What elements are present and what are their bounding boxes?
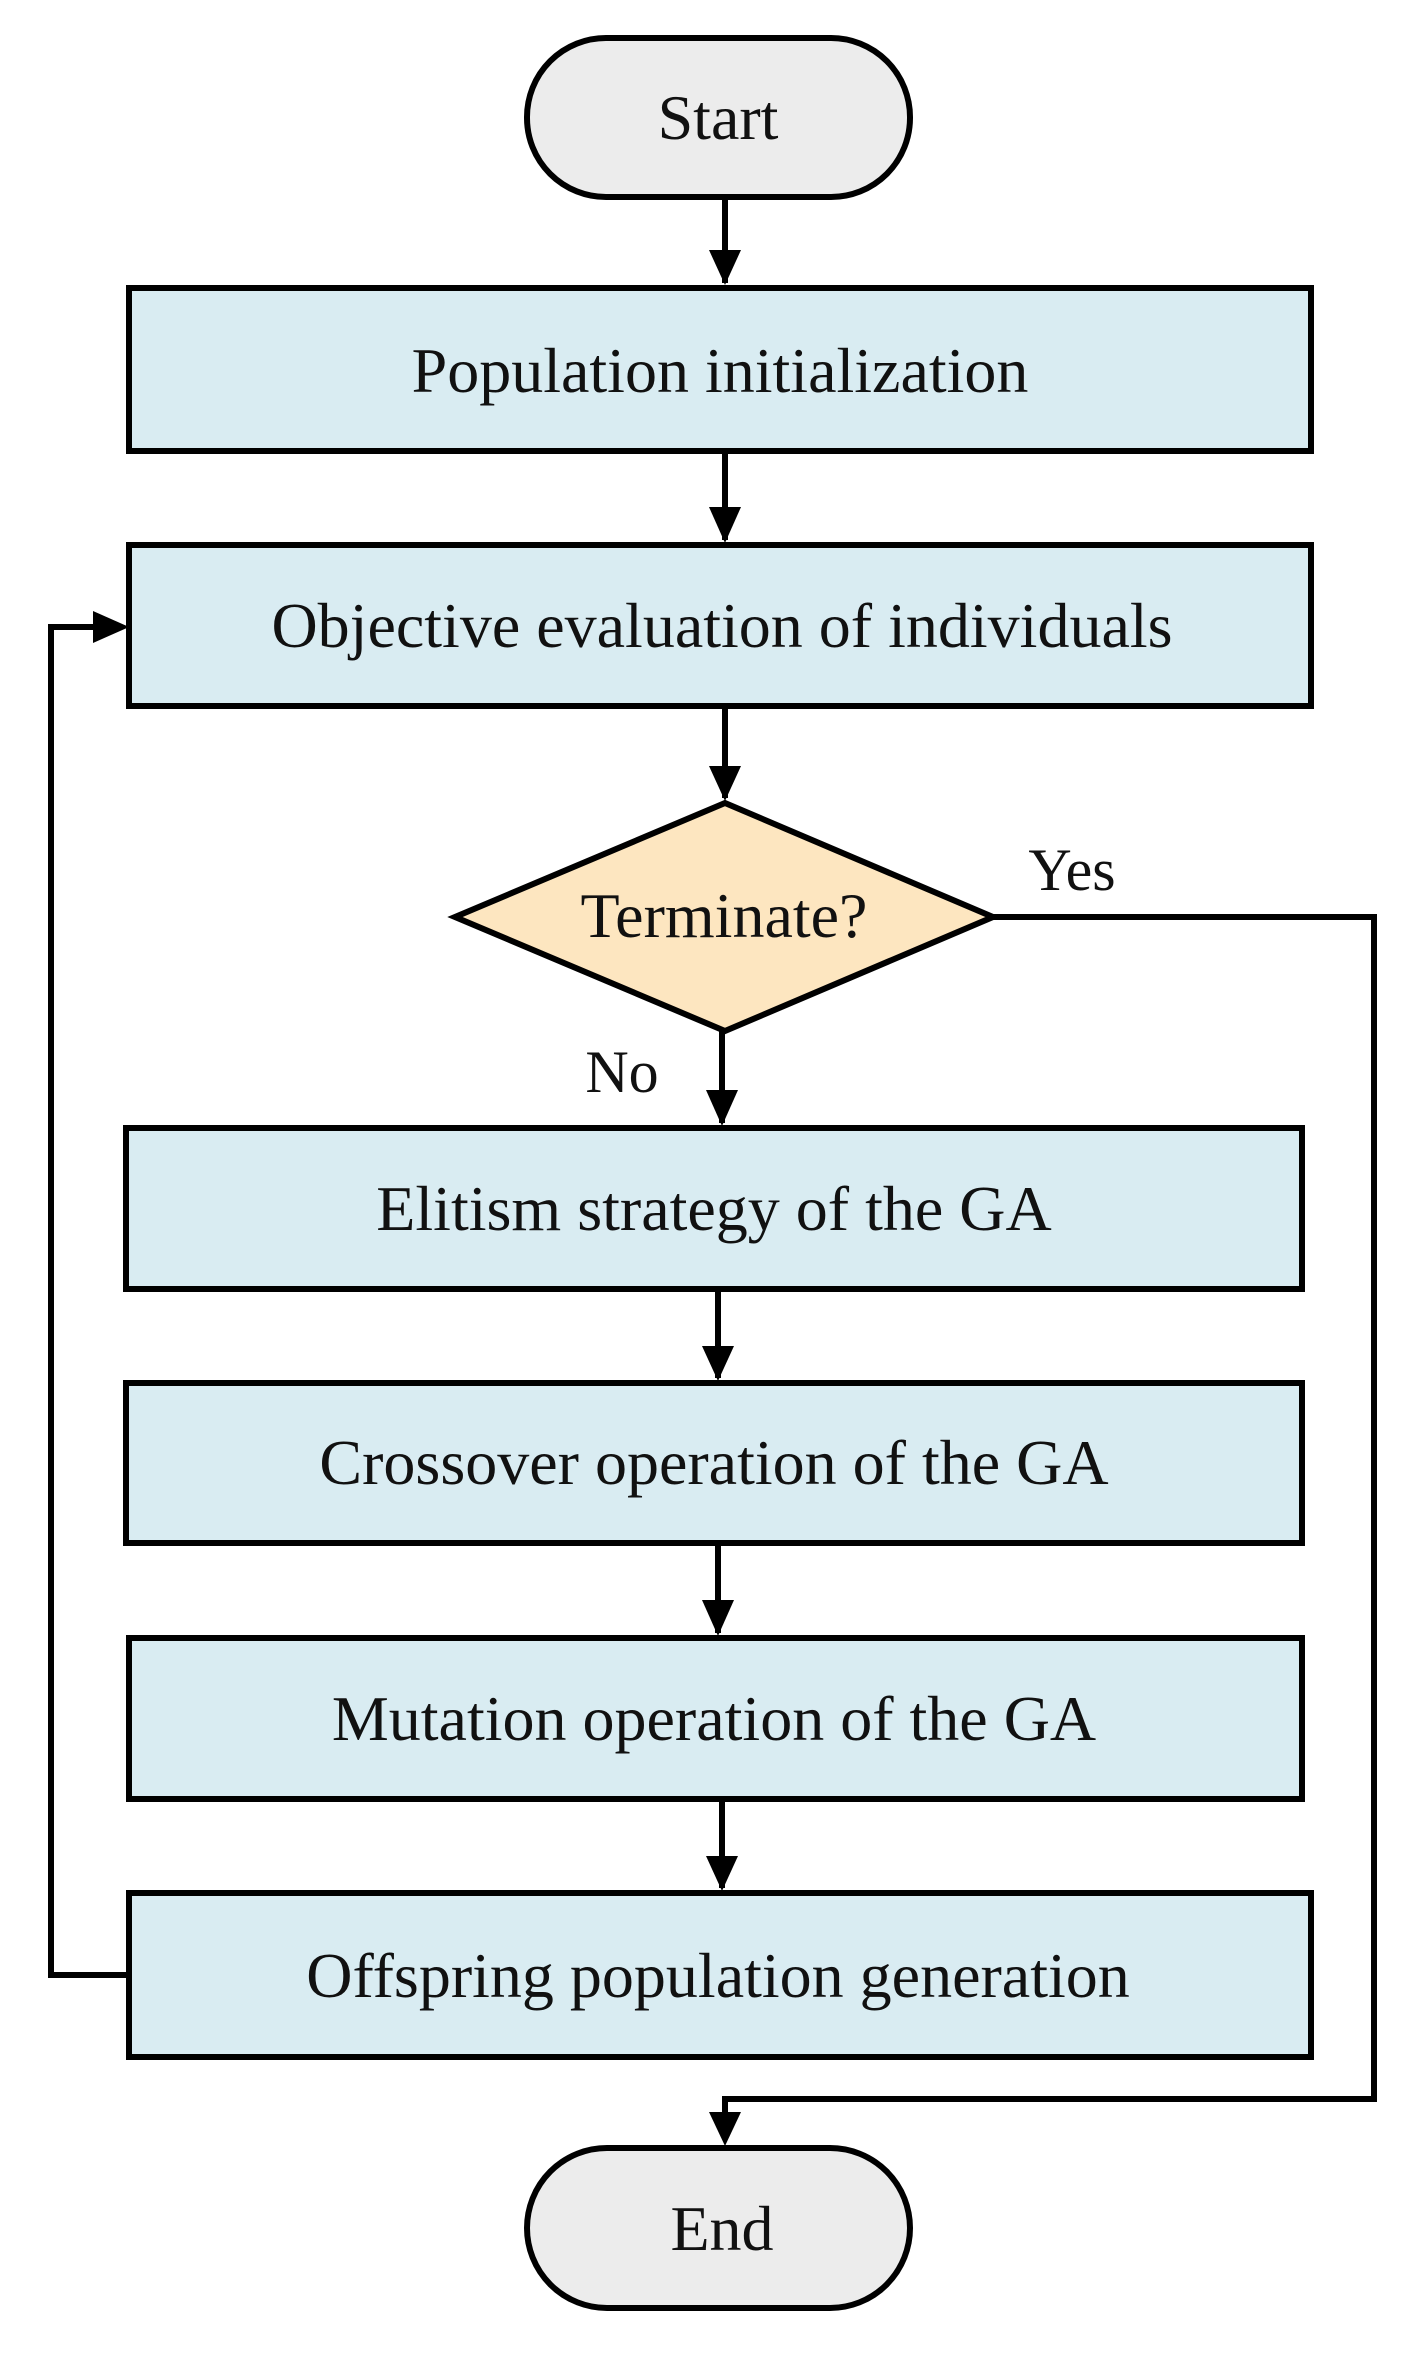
arrowhead-init [709,250,741,285]
no-branch-label: No [585,1039,658,1105]
arrowhead-mutation [702,1600,734,1636]
population-initialization-box [126,285,1314,454]
crossover-operation-box [123,1380,1305,1546]
feedback-loop-connector [48,624,129,1978]
arrowhead-feedback [93,611,129,643]
arrowhead-offspring [706,1856,738,1891]
start-terminal [524,35,913,200]
objective-evaluation-label: Objective evaluation of individuals [271,590,1172,661]
end-terminal [524,2145,913,2311]
terminate-decision-label: Terminate? [581,880,868,951]
arrowhead-decision [709,766,741,801]
end-label: End [670,2193,773,2264]
mutation-operation-box [126,1635,1305,1802]
yes-branch-label: Yes [1028,837,1115,903]
start-label: Start [658,82,779,153]
arrowhead-elitism [706,1090,738,1126]
elitism-strategy-label: Elitism strategy of the GA [376,1173,1051,1244]
yes-branch-connector [722,914,1377,2137]
mutation-operation-label: Mutation operation of the GA [332,1683,1096,1754]
population-initialization-label: Population initialization [412,335,1029,406]
offspring-generation-label: Offspring population generation [306,1940,1130,2011]
objective-evaluation-box [126,542,1314,709]
arrowhead-end [709,2112,741,2146]
elitism-strategy-box [123,1125,1305,1292]
arrowhead-eval [709,507,741,543]
arrowhead-crossover [702,1346,734,1381]
crossover-operation-label: Crossover operation of the GA [319,1427,1108,1498]
